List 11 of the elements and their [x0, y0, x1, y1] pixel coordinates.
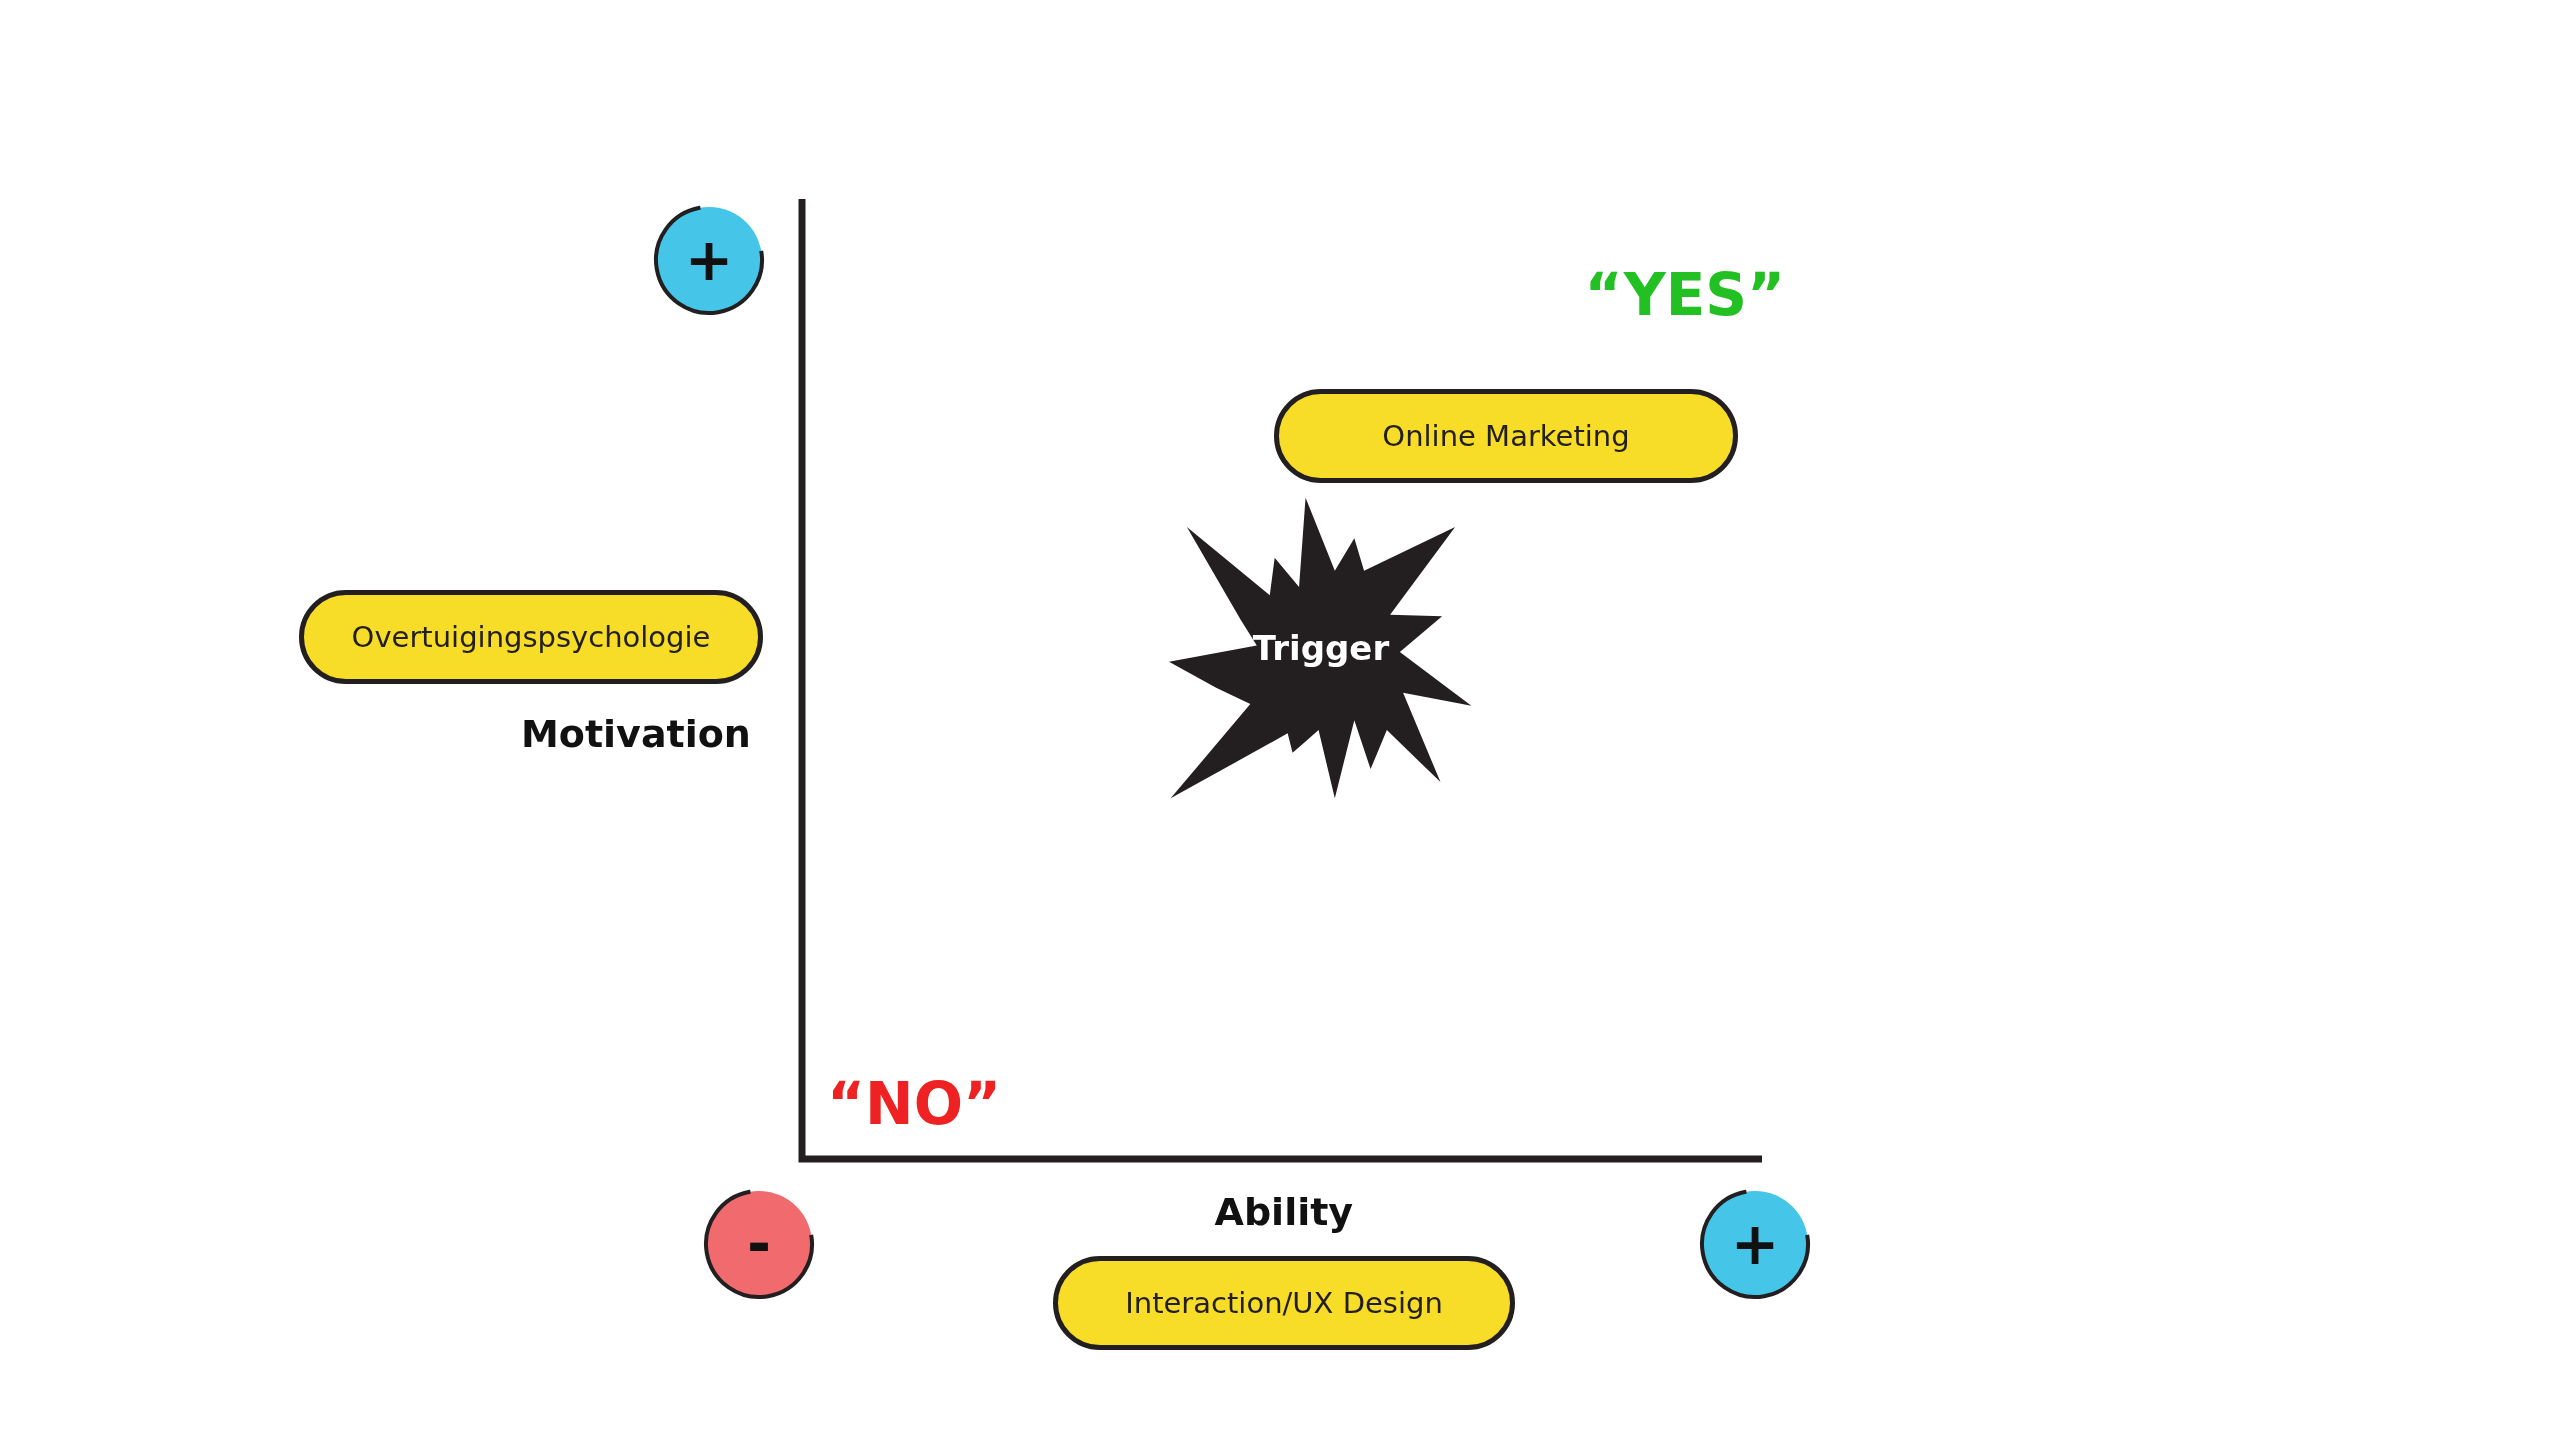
axis-label: Ability	[1214, 1190, 1354, 1235]
label-pill: Online Marketing	[1274, 389, 1738, 483]
axis-label: Motivation	[521, 712, 751, 757]
label-pill: Interaction/UX Design	[1053, 1256, 1515, 1350]
label-pill: Overtuigingspsychologie	[299, 590, 763, 684]
answer-text: “NO”	[827, 1070, 1002, 1139]
answer-text: “YES”	[1584, 261, 1786, 330]
sign-circle: -	[703, 1188, 815, 1300]
sign-circle: +	[1699, 1188, 1811, 1300]
starburst: Trigger	[1169, 496, 1473, 800]
sign-circle: +	[653, 204, 765, 316]
